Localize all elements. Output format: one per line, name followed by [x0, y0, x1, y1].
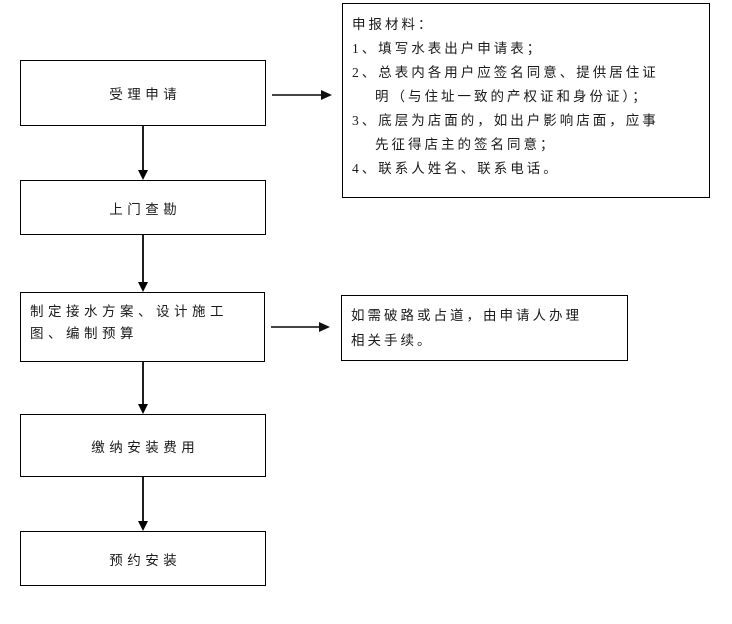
flow-step-label: 上门查勘: [109, 201, 182, 217]
flow-step-label-line: 制定接水方案、设计施工: [30, 304, 228, 319]
arrow-shaft: [142, 362, 144, 404]
materials-item: 1、填写水表出户申请表；: [352, 41, 544, 56]
materials-item: 3、底层为店面的，如出户影响店面，应事: [352, 113, 659, 128]
materials-title: 申报材料：: [352, 17, 435, 32]
flow-step-label: 预约安装: [109, 552, 182, 568]
arrow-shaft: [272, 94, 321, 96]
flow-step-site-survey: 上门查勘: [20, 180, 266, 235]
arrow-head-down-icon: [137, 521, 148, 531]
flow-step-schedule-installation: 预约安装: [20, 531, 266, 586]
materials-item: 2、总表内各用户应签名同意、提供居住证: [352, 65, 659, 80]
road-permit-note-box: 如需破路或占道，由申请人办理 相关手续。: [341, 295, 628, 361]
road-note-line: 如需破路或占道，由申请人办理: [351, 308, 582, 323]
road-note-line: 相关手续。: [351, 333, 434, 348]
flow-step-label: 缴纳安装费用: [91, 439, 200, 455]
arrow-head-down-icon: [137, 282, 148, 292]
arrow-shaft: [142, 126, 144, 170]
arrow-head-down-icon: [137, 404, 148, 414]
flow-step-plan-design-budget: 制定接水方案、设计施工 图、编制预算: [20, 292, 265, 362]
arrow-head-down-icon: [137, 170, 148, 180]
arrow-shaft: [271, 326, 319, 328]
arrow-shaft: [142, 235, 144, 282]
arrow-head-right-icon: [321, 89, 332, 100]
flow-step-pay-installation-fee: 缴纳安装费用: [20, 414, 266, 477]
materials-item: 4、联系人姓名、联系电话。: [352, 161, 560, 176]
materials-note-box: 申报材料： 1、填写水表出户申请表； 2、总表内各用户应签名同意、提供居住证 明…: [342, 3, 710, 198]
materials-item-continuation: 明（与住址一致的产权证和身份证）；: [375, 89, 649, 104]
flow-step-label: 受理申请: [109, 87, 182, 102]
flow-step-accept-application: 受理申请: [20, 60, 266, 126]
arrow-shaft: [142, 477, 144, 521]
arrow-head-right-icon: [319, 321, 330, 332]
flow-step-label-line: 图、编制预算: [30, 326, 138, 341]
materials-item-continuation: 先征得店主的签名同意；: [375, 137, 557, 152]
